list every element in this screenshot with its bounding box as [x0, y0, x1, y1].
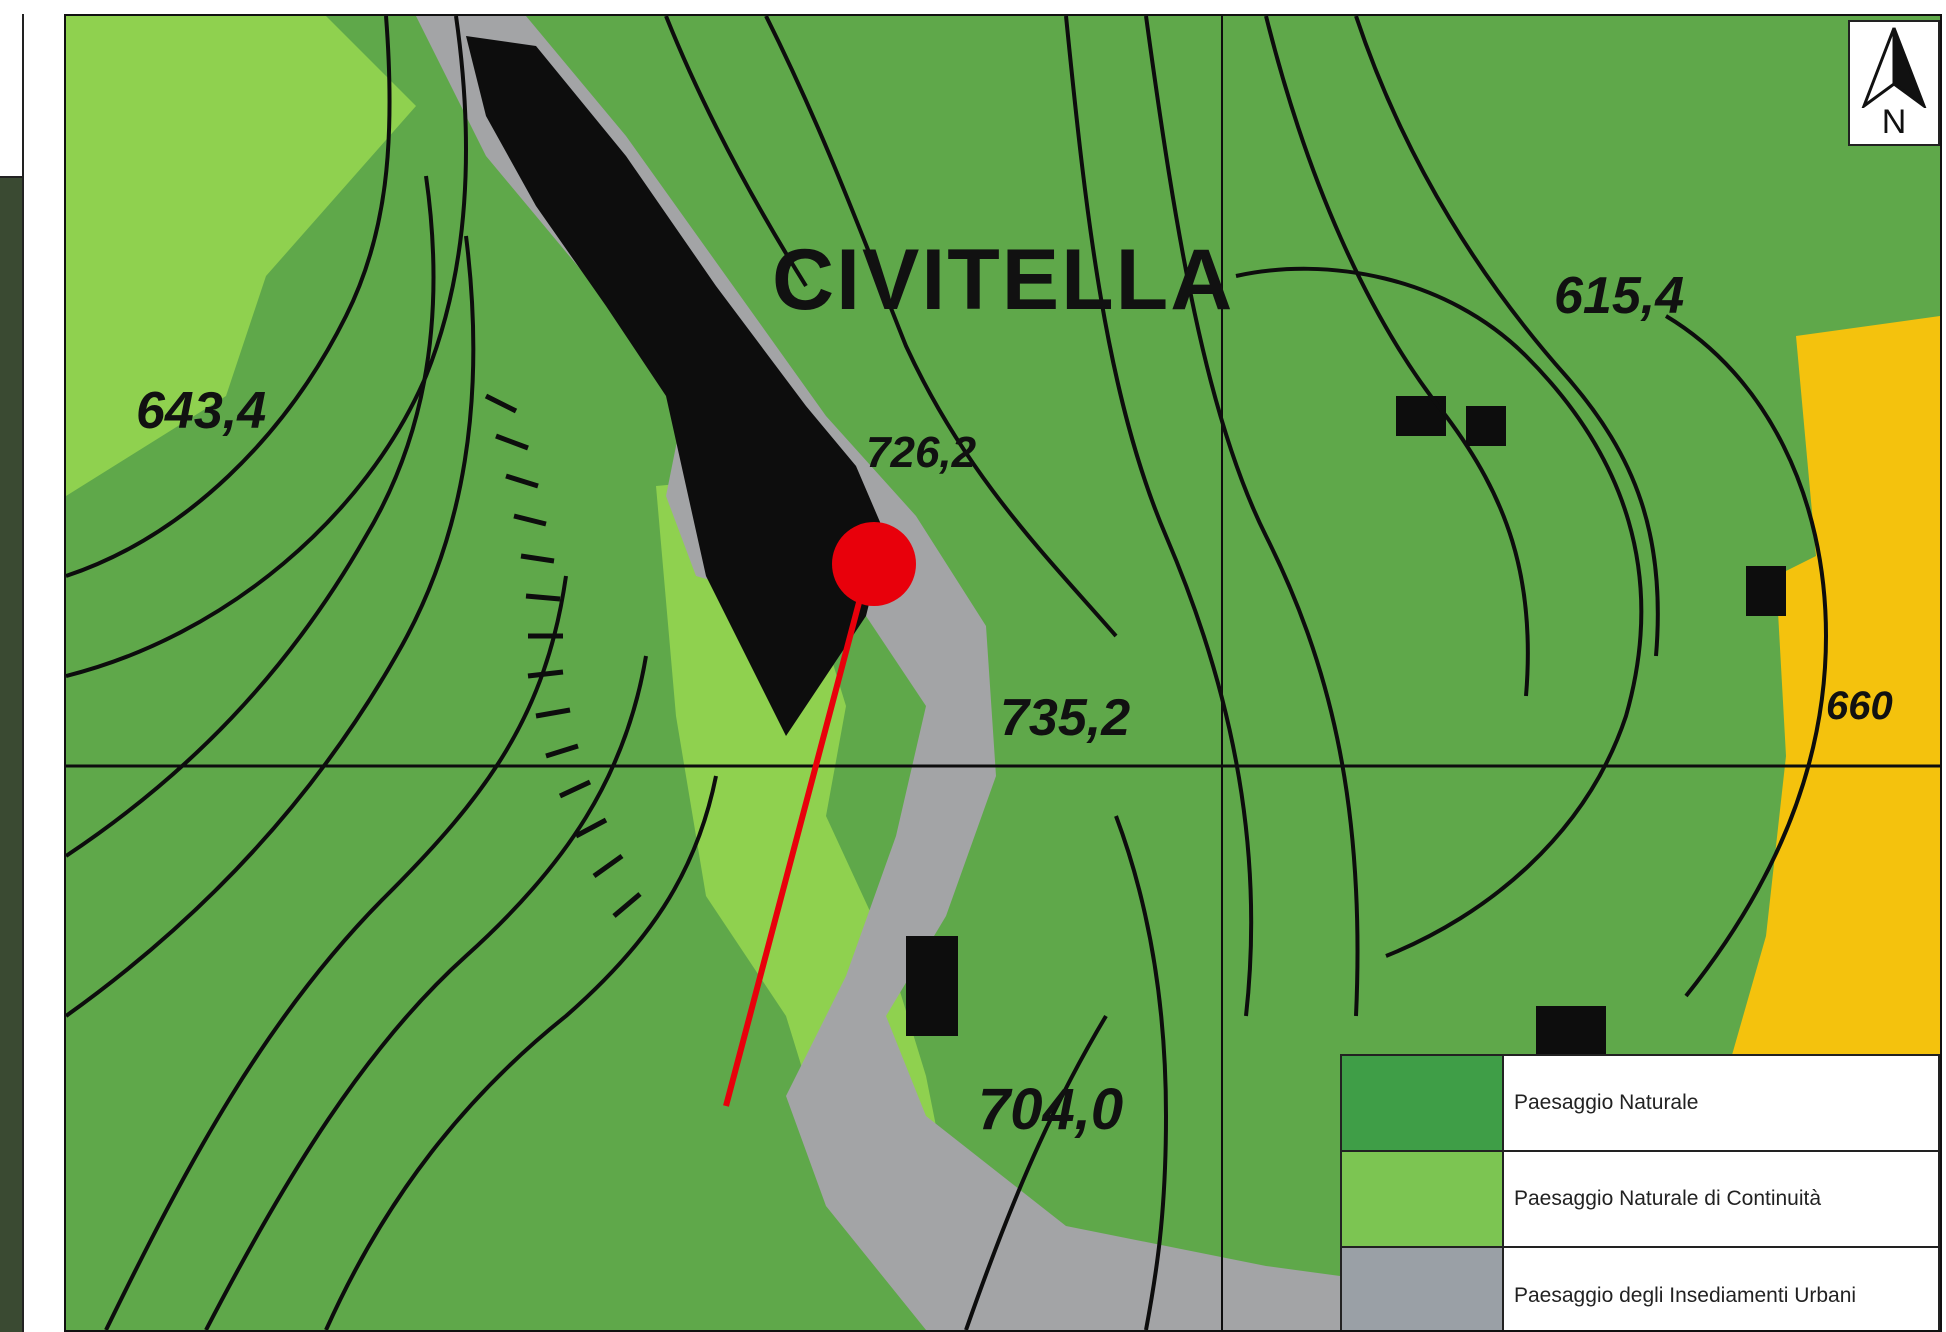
- legend-row-natural: Paesaggio Naturale: [1342, 1056, 1938, 1152]
- legend-swatch-continuity: [1342, 1152, 1504, 1246]
- building-east-4: [1746, 566, 1786, 616]
- marker-leader-line: [723, 575, 869, 1107]
- place-name-label: CIVITELLA: [772, 232, 1235, 328]
- location-marker[interactable]: [832, 522, 916, 606]
- north-arrow-icon: [1860, 27, 1928, 111]
- building-south: [906, 936, 958, 1036]
- building-east-2: [1466, 406, 1506, 446]
- legend-swatch-urban: [1342, 1248, 1504, 1330]
- legend-label-urban: Paesaggio degli Insediamenti Urbani: [1514, 1284, 1857, 1307]
- map-frame[interactable]: CIVITELLA 643,4 615,4 726,2 735,2 704,0 …: [64, 14, 1942, 1332]
- elevation-label-center: 735,2: [1000, 689, 1131, 747]
- north-label: N: [1881, 103, 1907, 141]
- elevation-label-center-north: 726,2: [866, 428, 977, 477]
- map-legend: Paesaggio Naturale Paesaggio Naturale di…: [1340, 1054, 1940, 1330]
- elevation-label-west: 643,4: [136, 382, 267, 440]
- contour-lines: [66, 16, 1829, 1330]
- legend-label-continuity: Paesaggio Naturale di Continuità: [1514, 1187, 1822, 1210]
- building-block-main: [466, 36, 886, 736]
- adjacent-map-edge-white: [0, 14, 22, 178]
- adjacent-map-edge: [0, 14, 24, 1332]
- legend-label-natural: Paesaggio Naturale: [1514, 1091, 1699, 1114]
- legend-swatch-natural: [1342, 1056, 1504, 1150]
- legend-row-continuity: Paesaggio Naturale di Continuità: [1342, 1152, 1938, 1248]
- slope-hachures: [484, 393, 642, 918]
- elevation-label-northeast: 615,4: [1554, 267, 1685, 325]
- map-canvas[interactable]: [66, 16, 1940, 1330]
- elevation-label-east: 660: [1826, 684, 1893, 728]
- elevation-label-south: 704,0: [978, 1077, 1124, 1142]
- building-east-1: [1396, 396, 1446, 436]
- legend-row-urban: Paesaggio degli Insediamenti Urbani: [1342, 1248, 1938, 1330]
- continuity-area-northwest: [66, 16, 416, 496]
- north-arrow: N: [1848, 20, 1940, 146]
